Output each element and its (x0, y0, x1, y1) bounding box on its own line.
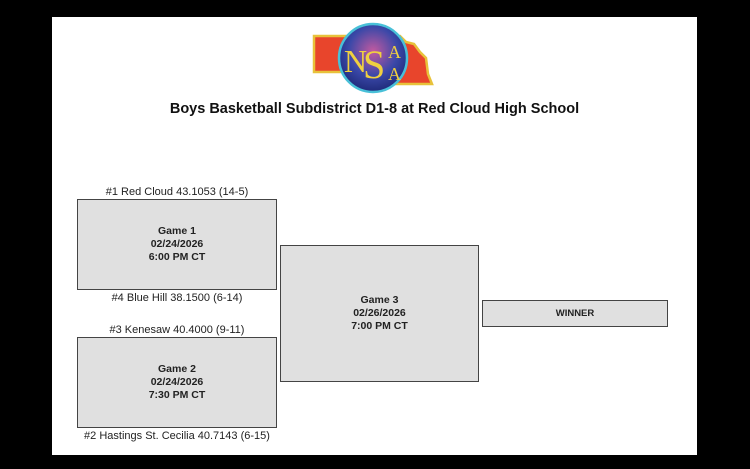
game-1-box: Game 1 02/24/2026 6:00 PM CT (77, 199, 277, 290)
winner-box: WINNER (482, 300, 668, 327)
game-2-date: 02/24/2026 (150, 376, 204, 388)
game-3-date: 02/26/2026 (353, 307, 406, 319)
game-1-date: 02/24/2026 (150, 238, 204, 250)
team-seed-3: #3 Kenesaw 40.4000 (9-11) (109, 324, 245, 336)
game-2-name: Game 2 (158, 363, 196, 375)
game-2-box: Game 2 02/24/2026 7:30 PM CT (77, 337, 277, 428)
team-seed-2: #2 Hastings St. Cecilia 40.7143 (6-15) (84, 430, 270, 442)
svg-text:A: A (388, 64, 401, 84)
bracket-page: N S A A Boys Basketball Subdistrict D1-8… (52, 17, 697, 455)
game-1-time: 6:00 PM CT (148, 251, 206, 263)
svg-text:A: A (388, 42, 401, 62)
game-3-time: 7:00 PM CT (351, 320, 408, 332)
svg-text:S: S (363, 42, 385, 87)
page-title: Boys Basketball Subdistrict D1-8 at Red … (169, 101, 580, 117)
game-3-name: Game 3 (360, 294, 399, 306)
game-1-name: Game 1 (158, 225, 196, 237)
team-seed-1: #1 Red Cloud 43.1053 (14-5) (105, 186, 249, 198)
game-3-box: Game 3 02/26/2026 7:00 PM CT (280, 245, 479, 382)
nsaa-logo-icon: N S A A (312, 22, 434, 94)
svg-text:N: N (344, 43, 367, 79)
game-2-time: 7:30 PM CT (148, 389, 206, 401)
winner-label: WINNER (555, 308, 595, 319)
team-seed-4: #4 Blue Hill 38.1500 (6-14) (111, 292, 243, 304)
